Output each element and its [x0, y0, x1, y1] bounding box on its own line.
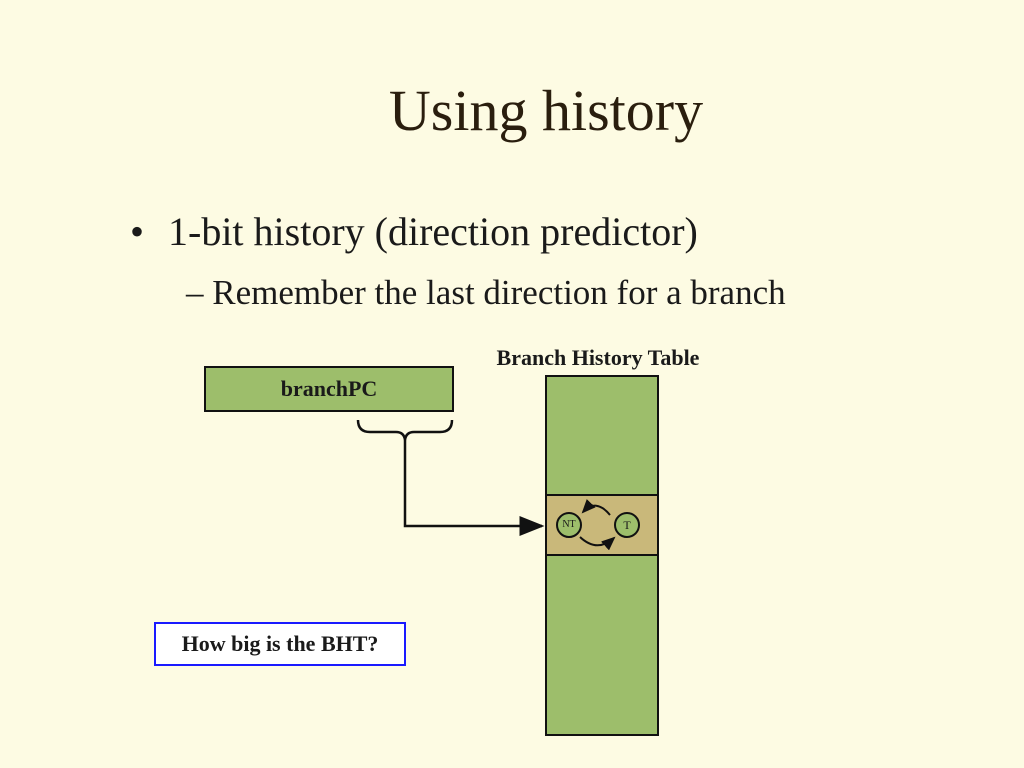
transition-nt-to-t-arrow: [581, 499, 611, 516]
state-t: T: [614, 512, 640, 538]
sub-bullet-text: – Remember the last direction for a bran…: [186, 273, 786, 312]
bullet-item: • 1-bit history (direction predictor): [130, 208, 698, 256]
bht-caption: Branch History Table: [496, 345, 700, 370]
question-box: How big is the BHT?: [154, 622, 406, 666]
index-arrow: [403, 440, 545, 536]
bullet-text: 1-bit history (direction predictor): [168, 209, 698, 254]
pc-bits-brace: [356, 419, 454, 441]
branch-pc-box: branchPC: [204, 366, 454, 412]
bullet-dot-icon: •: [130, 209, 145, 254]
slide-title: Using history: [388, 78, 704, 143]
transition-t-to-nt-arrow: [579, 536, 616, 551]
state-nt: NT: [556, 512, 582, 538]
